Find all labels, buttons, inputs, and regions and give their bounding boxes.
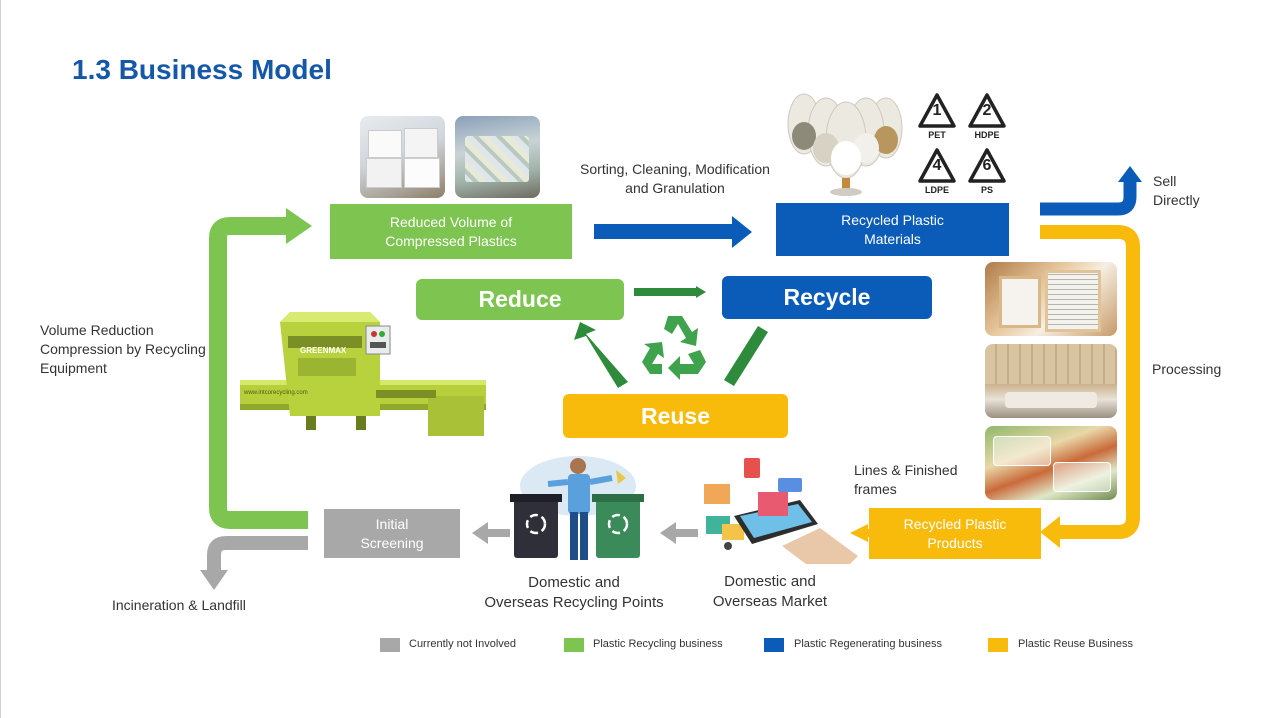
legend-label: Plastic Recycling business bbox=[593, 638, 723, 650]
lines-frames-label: Lines & Finished frames bbox=[854, 462, 958, 497]
resin-code-icon: 4 LDPE bbox=[912, 147, 962, 202]
reuse-pill: Reuse bbox=[563, 394, 788, 438]
food-containers-photo bbox=[985, 426, 1117, 500]
resin-name: PS bbox=[980, 185, 993, 195]
recycling-points-icon bbox=[510, 456, 644, 560]
arrow-recycle-reuse bbox=[724, 326, 768, 386]
trash-bin-icon bbox=[514, 496, 558, 558]
slide-border bbox=[0, 0, 1, 718]
shopping-icon bbox=[704, 458, 858, 564]
gray-arrow-points bbox=[486, 529, 510, 537]
blue-sorting-arrow bbox=[594, 224, 734, 239]
legend-swatch-green bbox=[564, 638, 584, 652]
arrow-reduce-recycle bbox=[634, 286, 706, 298]
blue-sell-arrowhead bbox=[1118, 166, 1142, 182]
machine-url: www.intcorecycling.com bbox=[243, 390, 308, 396]
resin-code-icon: 6 PS bbox=[962, 147, 1012, 202]
resin-code-icon: 1 PET bbox=[912, 92, 962, 147]
reduced-volume-box: Reduced Volume of Compressed Plastics bbox=[330, 204, 572, 259]
gray-incineration-arrowhead bbox=[200, 570, 228, 590]
resin-name: LDPE bbox=[924, 185, 949, 195]
recycle-icon bbox=[642, 316, 706, 380]
yellow-processing-loop bbox=[1040, 225, 1140, 539]
blue-sell-arrow bbox=[1040, 180, 1137, 216]
legend-label: Currently not Involved bbox=[409, 638, 516, 650]
compressor-machine-icon: GREENMAX www.intcorecycling.com bbox=[240, 312, 486, 436]
resin-code-icon: 2 HDPE bbox=[962, 92, 1012, 147]
processing-label: Processing bbox=[1152, 361, 1222, 377]
green-loop-arrow bbox=[209, 217, 308, 529]
gray-incineration-arrow bbox=[207, 536, 308, 574]
sell-directly-label: Sell Directly bbox=[1153, 173, 1200, 208]
legend-swatch-yellow bbox=[988, 638, 1008, 652]
resin-number: 1 bbox=[932, 102, 942, 119]
legend-label: Plastic Regenerating business bbox=[794, 638, 942, 650]
resin-number: 4 bbox=[932, 157, 942, 174]
recycling-points-label: Domestic and Overseas Recycling Points bbox=[484, 574, 664, 611]
recycled-products-box: Recycled Plastic Products bbox=[869, 508, 1041, 559]
legend-swatch-blue bbox=[764, 638, 784, 652]
blue-sorting-arrowhead bbox=[732, 216, 752, 248]
legend: Currently not Involved Plastic Recycling… bbox=[380, 637, 1140, 653]
yellow-products-arrow bbox=[850, 524, 868, 542]
initial-screening-box: Initial Screening bbox=[324, 509, 460, 558]
incineration-label: Incineration & Landfill bbox=[112, 597, 246, 613]
volume-reduction-label: Volume Reduction Compression by Recyclin… bbox=[40, 322, 206, 376]
page-title: 1.3 Business Model bbox=[72, 54, 332, 85]
reduce-pill: Reduce bbox=[416, 279, 624, 320]
resin-number: 2 bbox=[982, 102, 992, 119]
resin-number: 6 bbox=[982, 157, 992, 174]
resin-name: PET bbox=[928, 130, 946, 140]
machine-brand: GREENMAX bbox=[300, 346, 347, 355]
baled-plastic-photo bbox=[455, 116, 540, 198]
wall-panels-photo bbox=[985, 344, 1117, 418]
green-loop-arrowhead bbox=[286, 208, 312, 244]
legend-label: Plastic Reuse Business bbox=[1018, 638, 1133, 650]
market-label: Domestic and Overseas Market bbox=[712, 573, 828, 610]
yellow-processing-arrowhead bbox=[1040, 516, 1060, 548]
gray-arrow-market bbox=[674, 529, 698, 537]
sorting-label: Sorting, Cleaning, Modification and Gran… bbox=[580, 161, 770, 196]
plastic-pellets-image bbox=[787, 93, 903, 196]
legend-swatch-gray bbox=[380, 638, 400, 652]
resin-code-grid: 1 PET 2 HDPE 4 LDPE 6 PS bbox=[912, 92, 1012, 202]
compressed-blocks-photo bbox=[360, 116, 445, 198]
recycle-pill: Recycle bbox=[722, 276, 932, 319]
recycled-materials-box: Recycled Plastic Materials bbox=[776, 203, 1009, 256]
resin-name: HDPE bbox=[974, 130, 1000, 140]
trash-bin-icon bbox=[596, 496, 640, 558]
arrow-reuse-reduce bbox=[574, 322, 628, 388]
frames-photo bbox=[985, 262, 1117, 336]
